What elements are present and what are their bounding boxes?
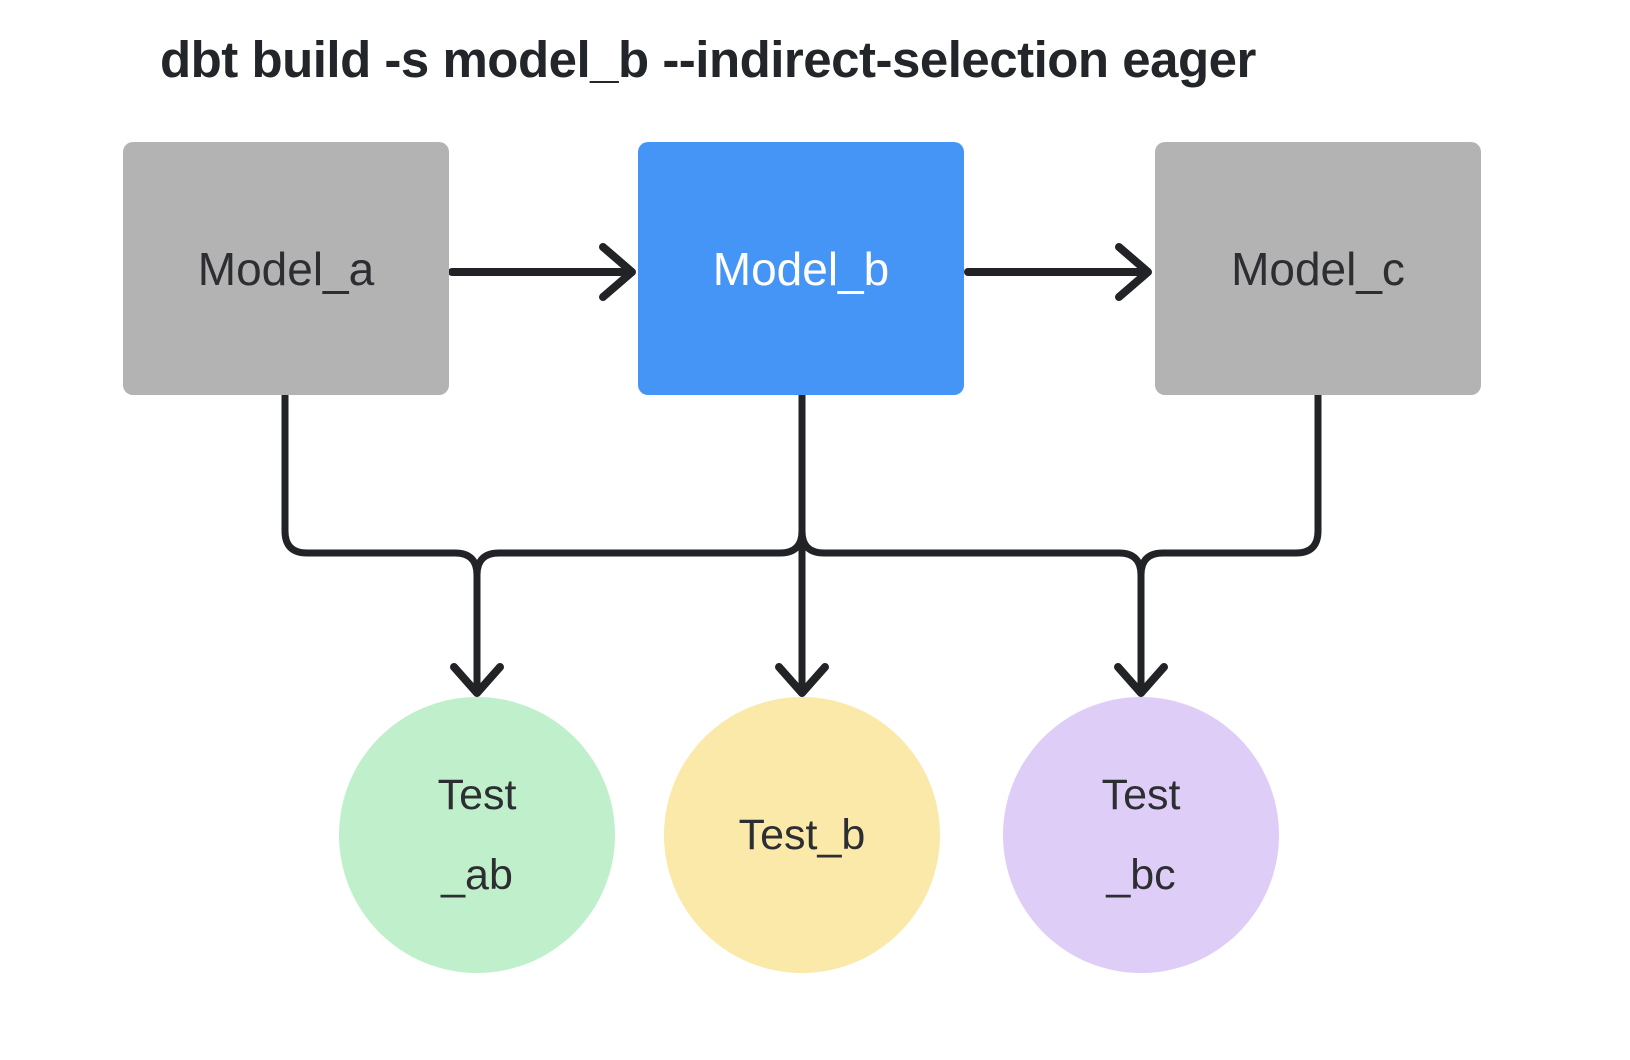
arrowhead-test-ab xyxy=(450,663,504,697)
node-test-ab: Test _ab xyxy=(339,697,615,973)
node-test-bc-line2: _bc xyxy=(1106,851,1176,899)
node-model-a: Model_a xyxy=(123,142,449,395)
edge-model-a-to-test-ab xyxy=(281,391,481,692)
edge-model-b-to-test-bc xyxy=(798,391,1145,579)
node-test-ab-line2: _ab xyxy=(441,851,513,899)
node-test-bc: Test _bc xyxy=(1003,697,1279,973)
node-model-b-selected: Model_b xyxy=(638,142,964,395)
arrowhead-model-b xyxy=(599,243,636,301)
arrowhead-test-bc xyxy=(1114,663,1168,697)
node-test-b: Test_b xyxy=(664,697,940,973)
arrowhead-test-b xyxy=(775,663,829,697)
node-model-b-label: Model_b xyxy=(712,242,890,295)
edge-model-c-to-test-bc xyxy=(1137,391,1322,692)
node-model-c: Model_c xyxy=(1155,142,1481,395)
node-model-c-label: Model_c xyxy=(1231,242,1405,295)
diagram-title: dbt build -s model_b --indirect-selectio… xyxy=(160,31,1256,88)
node-model-a-label: Model_a xyxy=(197,242,375,295)
node-test-b-line1: Test_b xyxy=(738,811,866,859)
edge-model-b-to-test-ab xyxy=(473,391,806,579)
arrowhead-model-c xyxy=(1115,243,1152,301)
node-test-ab-line1: Test xyxy=(437,771,517,819)
node-test-bc-line1: Test xyxy=(1101,771,1181,819)
